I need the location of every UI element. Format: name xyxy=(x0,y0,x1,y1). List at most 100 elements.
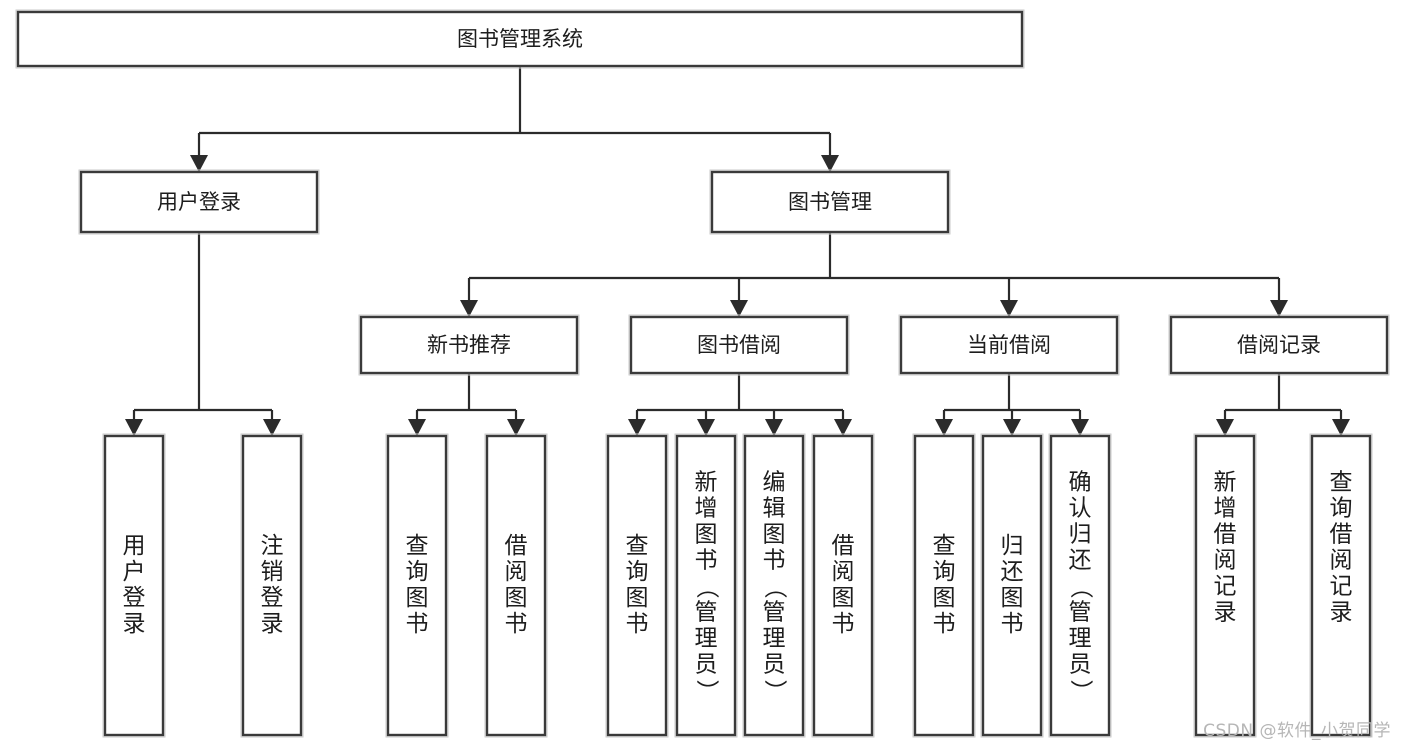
node-box-outline xyxy=(709,169,951,235)
connector-arrowhead xyxy=(1216,419,1234,436)
connector-edges-layer xyxy=(125,66,1350,436)
connector-arrowhead xyxy=(628,419,646,436)
node-label-char: 阅 xyxy=(1330,548,1353,574)
connector-arrowhead xyxy=(1071,419,1089,436)
node-box xyxy=(79,170,319,234)
node-label-char: 图 xyxy=(933,585,956,611)
node-borrow-record[interactable]: 借阅记录 xyxy=(1168,314,1390,376)
node-label-char: 书 xyxy=(406,611,429,637)
connector-arrowhead xyxy=(263,419,281,436)
connector-arrowhead xyxy=(1000,300,1018,317)
node-label-char: 销 xyxy=(261,559,284,585)
node-label-char: 阅 xyxy=(1214,548,1237,574)
node-box-outline xyxy=(980,433,1044,738)
node-label-char: 管 xyxy=(695,600,718,626)
node-label-char: 书 xyxy=(695,548,718,574)
node-box xyxy=(16,10,1024,68)
node-box-outline xyxy=(385,433,449,738)
node-label: 图书借阅 xyxy=(697,333,781,357)
node-label-char: 登 xyxy=(261,585,284,611)
node-box-outline xyxy=(811,433,875,738)
connector-arrowhead xyxy=(935,419,953,436)
node-label: 新书推荐 xyxy=(427,333,511,357)
node-label-char: 用 xyxy=(123,533,146,559)
node-label-char: 员 xyxy=(695,652,718,678)
node-label-char: 理 xyxy=(1069,626,1092,652)
node-label-char: （ xyxy=(694,576,720,599)
node-user-login[interactable]: 用户登录 xyxy=(78,169,320,235)
node-user-login-do[interactable]: 用户登录 xyxy=(102,433,166,738)
node-label-char: 查 xyxy=(626,533,649,559)
node-label: 借阅记录 xyxy=(1237,333,1321,357)
node-label-char: 图 xyxy=(832,585,855,611)
node-label-char: 员 xyxy=(1069,652,1092,678)
node-label-char: 图 xyxy=(406,585,429,611)
node-label-char: 管 xyxy=(1069,600,1092,626)
node-box xyxy=(103,434,165,737)
connector-arrowhead xyxy=(190,155,208,172)
node-new-book-recommend[interactable]: 新书推荐 xyxy=(358,314,580,376)
node-box-outline xyxy=(898,314,1120,376)
node-box-outline xyxy=(1309,433,1373,738)
connector-arrowhead xyxy=(1270,300,1288,317)
node-label-char: 归 xyxy=(1001,533,1024,559)
node-label-char: 询 xyxy=(1330,496,1353,522)
node-label-char: 户 xyxy=(123,559,146,585)
node-box-outline xyxy=(605,433,669,738)
node-box xyxy=(241,434,303,737)
node-label-char: 录 xyxy=(261,611,284,637)
node-label-char: 书 xyxy=(1001,611,1024,637)
connector-arrowhead xyxy=(1003,419,1021,436)
connector-arrowhead xyxy=(730,300,748,317)
node-label-char: 辑 xyxy=(763,496,786,522)
node-label-char: 理 xyxy=(763,626,786,652)
node-label-char: 增 xyxy=(695,496,718,522)
node-book-borrow[interactable]: 图书借阅 xyxy=(628,314,850,376)
node-label-char: 管 xyxy=(763,600,786,626)
node-label-char: 注 xyxy=(261,533,284,559)
node-label-char: 图 xyxy=(626,585,649,611)
node-label-char: 员 xyxy=(763,652,786,678)
node-label-char: 询 xyxy=(406,559,429,585)
node-label-char: 登 xyxy=(123,585,146,611)
node-label-char: ） xyxy=(1068,680,1094,703)
node-root[interactable]: 图书管理系统 xyxy=(15,9,1025,69)
connector-arrowhead xyxy=(507,419,525,436)
connector-arrowhead xyxy=(1332,419,1350,436)
node-box-outline xyxy=(358,314,580,376)
node-label-char: ） xyxy=(694,680,720,703)
node-box-outline xyxy=(1193,433,1257,738)
node-box xyxy=(1049,434,1111,737)
node-label-char: 查 xyxy=(406,533,429,559)
connector-arrowhead xyxy=(821,155,839,172)
node-label-char: （ xyxy=(762,576,788,599)
connector-arrowhead xyxy=(765,419,783,436)
node-label-char: 记 xyxy=(1214,574,1237,600)
node-label-char: 书 xyxy=(626,611,649,637)
node-label-char: 图 xyxy=(763,522,786,548)
node-label-char: 询 xyxy=(933,559,956,585)
node-current-borrow[interactable]: 当前借阅 xyxy=(898,314,1120,376)
node-label-char: 还 xyxy=(1069,548,1092,574)
node-label-char: 查 xyxy=(1330,470,1353,496)
node-box-outline xyxy=(674,433,738,738)
node-label-char: 增 xyxy=(1214,496,1237,522)
node-book-manage[interactable]: 图书管理 xyxy=(709,169,951,235)
node-box-outline xyxy=(742,433,806,738)
node-label-char: （ xyxy=(1068,576,1094,599)
node-label-char: 图 xyxy=(695,522,718,548)
